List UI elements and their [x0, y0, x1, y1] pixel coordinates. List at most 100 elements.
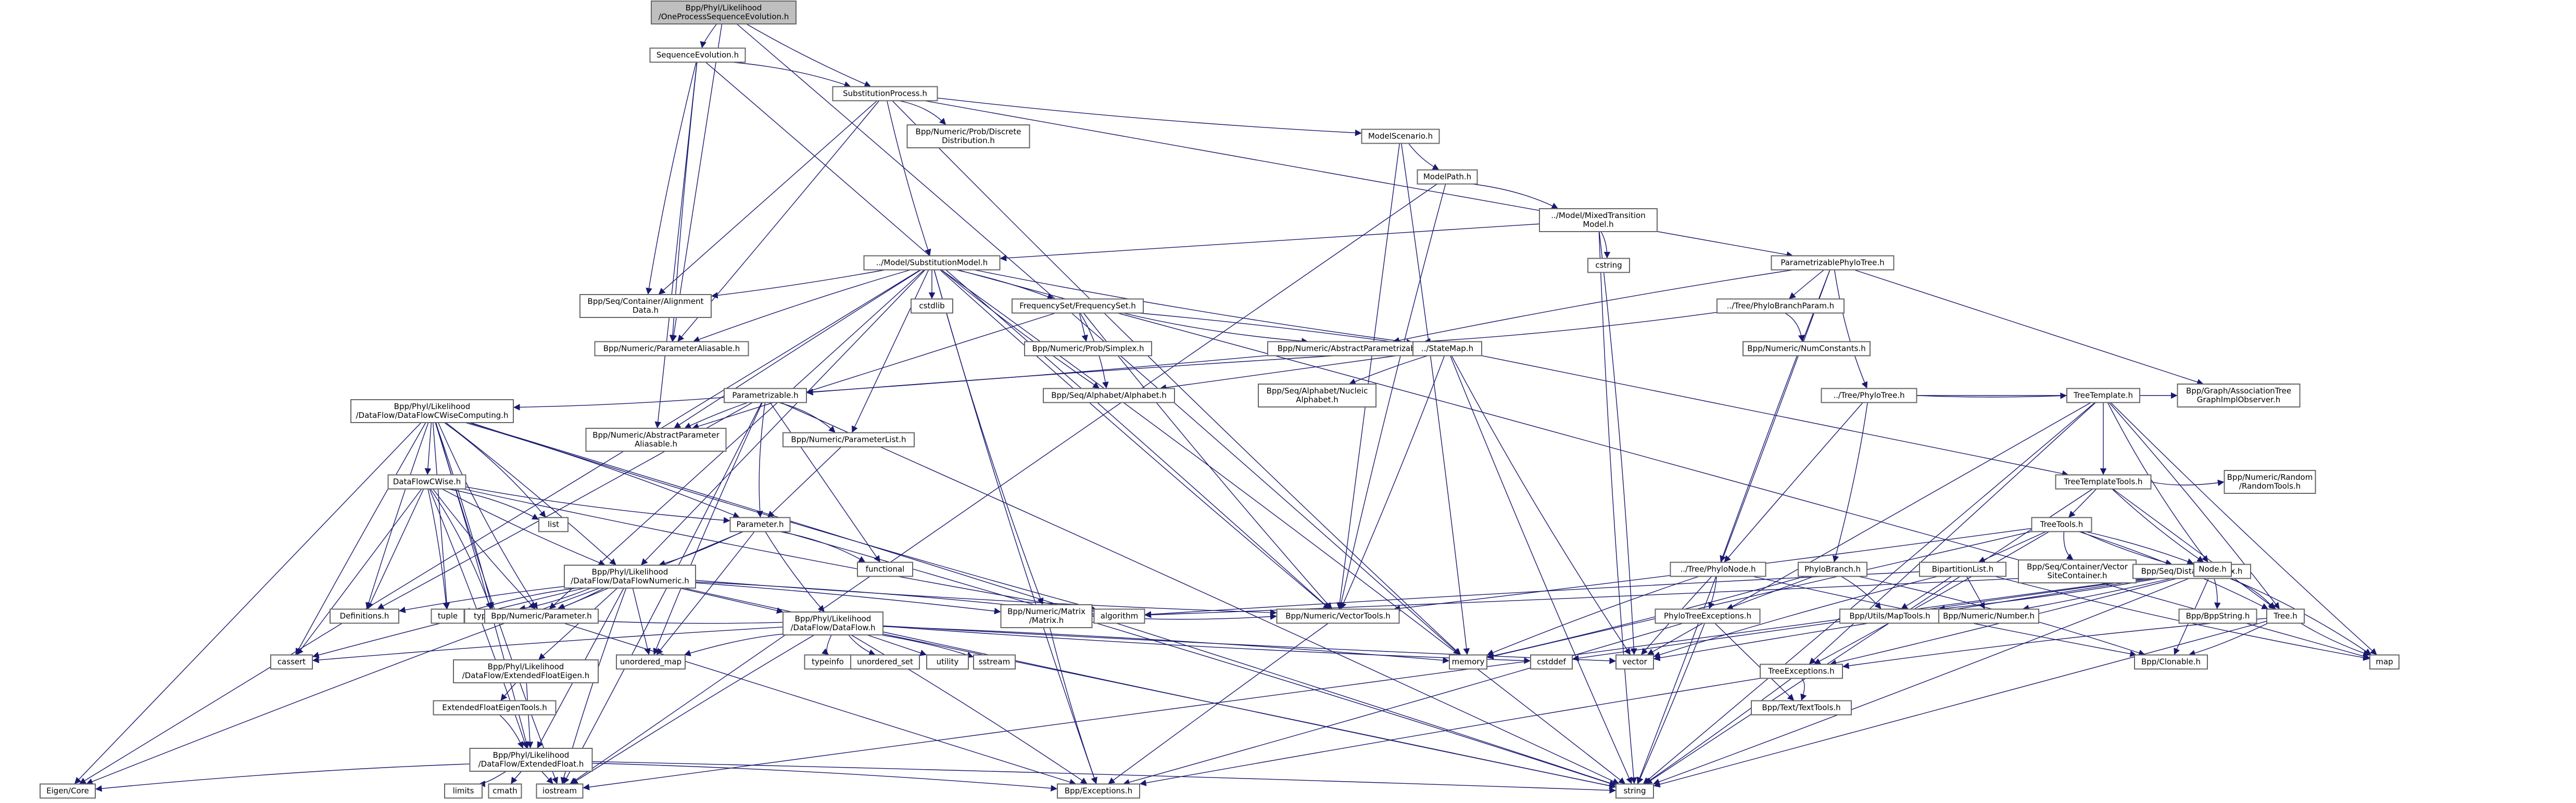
graph-node-dfnumeric[interactable]: Bpp/Phyl/Likelihood/DataFlow/DataFlowNum… — [564, 565, 696, 589]
graph-node-treetemplate[interactable]: TreeTemplate.h — [2066, 388, 2140, 403]
graph-node-textools[interactable]: Bpp/Text/TextTools.h — [1751, 700, 1852, 716]
graph-node-exceptions[interactable]: Bpp/Exceptions.h — [1057, 783, 1140, 799]
graph-node-treeexc[interactable]: TreeExceptions.h — [1760, 664, 1843, 679]
graph-node-seqevo[interactable]: SequenceEvolution.h — [649, 47, 746, 63]
node-label: DataFlowCWise.h — [393, 477, 461, 487]
graph-node-mapstools[interactable]: Bpp/Utils/MapTools.h — [1839, 608, 1940, 624]
graph-node-probsimplex[interactable]: Bpp/Numeric/Prob/Simplex.h — [1024, 341, 1152, 356]
graph-node-paramalias[interactable]: Bpp/Numeric/ParameterAliasable.h — [594, 341, 749, 356]
graph-node-numparameter[interactable]: Bpp/Numeric/Parameter.h — [484, 608, 599, 624]
graph-node-subproc[interactable]: SubstitutionProcess.h — [832, 86, 938, 101]
edge-root-to-memory — [736, 23, 1460, 656]
graph-node-parametrizable[interactable]: Parametrizable.h — [724, 388, 807, 403]
node-label: Bpp/Numeric/NumConstants.h — [1747, 344, 1865, 353]
node-label: /Matrix.h — [1029, 616, 1064, 625]
graph-node-treebrparam[interactable]: ../Tree/PhyloBranchParam.h — [1716, 298, 1845, 314]
node-label: PhyloTreeExceptions.h — [1664, 611, 1751, 621]
graph-node-alphabet[interactable]: Bpp/Seq/Alphabet/Alphabet.h — [1043, 388, 1175, 403]
graph-node-numconst[interactable]: Bpp/Numeric/NumConstants.h — [1742, 341, 1871, 356]
node-label: Bpp/Numeric/Matrix — [1007, 607, 1085, 616]
graph-node-assocgraph[interactable]: Bpp/Graph/AssociationTreeGraphImplObserv… — [2177, 384, 2301, 407]
graph-node-dfcw[interactable]: Bpp/Phyl/Likelihood/DataFlow/DataFlowCWi… — [350, 399, 514, 423]
graph-node-bppstring[interactable]: Bpp/BppString.h — [2178, 608, 2257, 624]
edge-dfcw-to-numparameter — [438, 422, 538, 609]
edge-bipart-to-vector — [1653, 576, 1938, 658]
node-label: limits — [453, 786, 474, 796]
graph-node-paramtree[interactable]: ParametrizablePhyloTree.h — [1771, 255, 1895, 271]
node-label: ../Tree/PhyloBranchParam.h — [1727, 301, 1834, 311]
edge-dfnumeric-to-typetraits — [519, 588, 591, 611]
graph-node-treetools[interactable]: TreeTools.h — [2031, 517, 2092, 532]
node-box — [1751, 700, 1852, 716]
edge-dataflow-to-vector — [882, 625, 1617, 665]
graph-node-treeh[interactable]: Tree.h — [2266, 608, 2305, 624]
node-label: Bpp/Phyl/Likelihood — [493, 750, 570, 760]
graph-node-vectortools[interactable]: Bpp/Numeric/VectorTools.h — [1276, 608, 1400, 624]
graph-node-bipart[interactable]: BipartitionList.h — [1919, 562, 2006, 577]
graph-node-treetemptools[interactable]: TreeTemplateTools.h — [2055, 474, 2152, 490]
graph-node-phylotree[interactable]: ../Tree/PhyloTree.h — [1821, 388, 1917, 403]
graph-node-parameter[interactable]: Parameter.h — [729, 517, 791, 532]
graph-node-paramlist[interactable]: Bpp/Numeric/ParameterList.h — [782, 432, 915, 448]
graph-node-root[interactable]: Bpp/Phyl/Likelihood/OneProcessSequenceEv… — [651, 1, 797, 24]
node-label: Bpp/Seq/Container/Vector — [2027, 562, 2128, 571]
edge-dfcw-to-definitions — [365, 422, 429, 609]
node-box — [1093, 608, 1145, 624]
graph-node-distmatrix[interactable]: Bpp/Seq/DistanceMatrix.h — [2132, 564, 2251, 579]
node-label: ../StateMap.h — [1421, 344, 1473, 353]
edge-extfloat-to-eigencore — [95, 763, 470, 792]
graph-node-freqset[interactable]: FrequencySet/FrequencySet.h — [1012, 298, 1144, 314]
node-box — [444, 783, 483, 799]
node-label: Parameter.h — [737, 520, 784, 529]
node-label: ../Tree/PhyloTree.h — [1833, 391, 1904, 400]
node-label: Bpp/Numeric/Parameter.h — [491, 611, 592, 621]
edge-statemap-to-alphabet — [1159, 353, 1413, 391]
graph-node-dataflow[interactable]: Bpp/Phyl/Likelihood/DataFlow/DataFlow.h — [782, 611, 883, 635]
node-box — [782, 611, 883, 635]
edge-dataflow-to-unorderedset — [848, 634, 876, 656]
graph-node-nodeh[interactable]: Node.h — [2193, 562, 2232, 577]
edge-subproc-to-probdisc — [899, 100, 946, 125]
node-label: cstring — [1595, 261, 1622, 270]
graph-node-extfloateigen[interactable]: Bpp/Phyl/Likelihood/DataFlow/ExtendedFlo… — [453, 659, 599, 683]
node-box — [2066, 388, 2140, 403]
graph-node-modpath[interactable]: ModelPath.h — [1417, 169, 1478, 185]
graph-node-matrix[interactable]: Bpp/Numeric/Matrix/Matrix.h — [1000, 604, 1093, 628]
node-label: Bpp/Numeric/ParameterAliasable.h — [603, 344, 740, 353]
edge-seqevo-to-absparamalias — [654, 62, 698, 429]
edge-dfnumeric-to-vectortools — [695, 580, 1277, 616]
graph-node-phylotreeexc[interactable]: PhyloTreeExceptions.h — [1655, 608, 1761, 624]
graph-node-definitions[interactable]: Definitions.h — [330, 608, 399, 624]
node-label: sstream — [979, 657, 1010, 667]
graph-node-numnumber[interactable]: Bpp/Numeric/Number.h — [1938, 608, 2039, 624]
edge-mixedtrans-to-stringleaf — [1598, 231, 1637, 784]
node-box — [1000, 604, 1093, 628]
graph-node-phylobranch[interactable]: PhyloBranch.h — [1798, 562, 1867, 577]
node-label: Tree.h — [2273, 611, 2297, 621]
edge-vectortools-to-exceptions — [1108, 622, 1329, 785]
edge-treeexc-to-exceptions — [1139, 678, 1761, 786]
edge-dfcw-to-cassert — [295, 422, 426, 655]
graph-node-phylonode[interactable]: ../Tree/PhyloNode.h — [1670, 562, 1766, 577]
graph-node-exttools[interactable]: ExtendedFloatEigenTools.h — [433, 700, 557, 716]
edge-extfloat-to-stringleaf — [592, 761, 1617, 794]
graph-node-clonable[interactable]: Bpp/Clonable.h — [2134, 654, 2208, 670]
graph-node-mapleaf: map — [2369, 654, 2400, 670]
node-label: utility — [937, 657, 959, 667]
graph-node-statemap[interactable]: ../StateMap.h — [1412, 341, 1482, 356]
graph-node-dfcwise[interactable]: DataFlowCWise.h — [387, 474, 466, 490]
edge-extfloateigen-to-extfloat — [526, 682, 534, 749]
graph-node-randomtools[interactable]: Bpp/Numeric/Random/RandomTools.h — [2224, 470, 2316, 494]
graph-node-algorithm: algorithm — [1093, 608, 1145, 624]
graph-node-subsmodel[interactable]: ../Model/SubstitutionModel.h — [863, 255, 1001, 271]
graph-node-extfloat[interactable]: Bpp/Phyl/Likelihood/DataFlow/ExtendedFlo… — [469, 748, 593, 772]
graph-node-modscen[interactable]: ModelScenario.h — [1361, 129, 1440, 144]
graph-node-eigencore: Eigen/Core — [40, 783, 96, 799]
